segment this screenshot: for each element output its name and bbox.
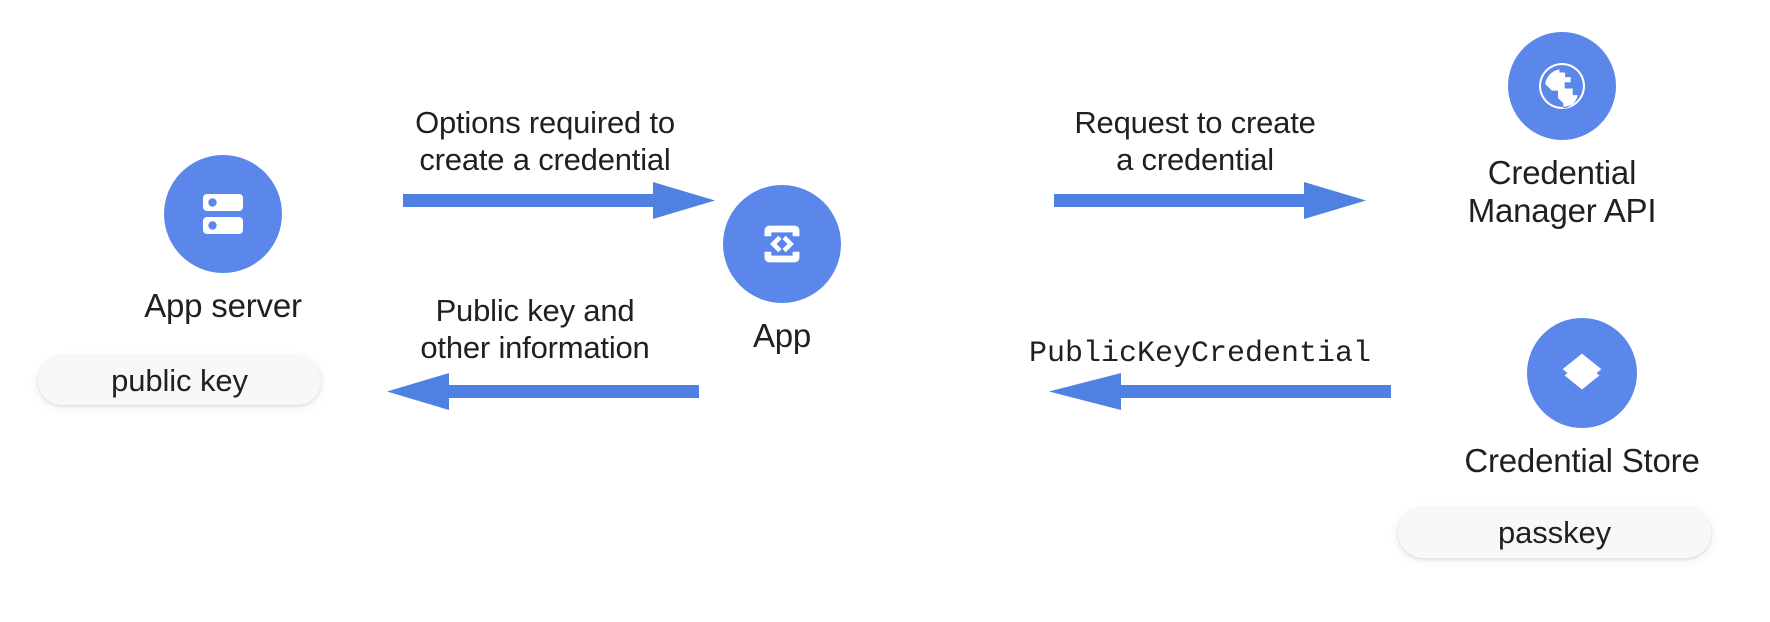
public-key-pill-label: public key <box>111 363 248 398</box>
passkey-pill: passkey <box>1398 508 1711 558</box>
node-credential-manager-api: Credential Manager API <box>1432 32 1692 231</box>
mobile-code-icon <box>723 185 841 303</box>
arrow-public-key-credential <box>1046 371 1391 413</box>
passkey-pill-label: passkey <box>1497 515 1612 550</box>
arrow-request-to-create <box>1054 180 1369 222</box>
node-app: App <box>723 185 841 355</box>
node-label-app-server: App server <box>144 287 302 324</box>
layers-icon <box>1527 318 1637 428</box>
public-key-pill: public key <box>38 357 321 405</box>
arrow-label-request-to-create: Request to create a credential <box>1074 105 1316 178</box>
node-credential-store: Credential Store <box>1437 318 1727 480</box>
server-icon <box>164 155 282 273</box>
arrow-label-public-key-credential: PublicKeyCredential <box>1028 337 1372 371</box>
node-label-credential-manager-api: Credential Manager API <box>1467 154 1657 230</box>
node-label-credential-store: Credential Store <box>1464 442 1700 479</box>
node-app-server: App server <box>118 155 328 325</box>
node-label-app: App <box>752 317 812 354</box>
globe-icon <box>1508 32 1616 140</box>
arrow-label-public-key-and-other-information: Public key and other information <box>420 293 650 366</box>
arrow-label-options-required: Options required to create a credential <box>415 105 675 178</box>
arrow-options-required <box>403 180 718 222</box>
arrow-public-key-and-other-information <box>384 371 699 413</box>
